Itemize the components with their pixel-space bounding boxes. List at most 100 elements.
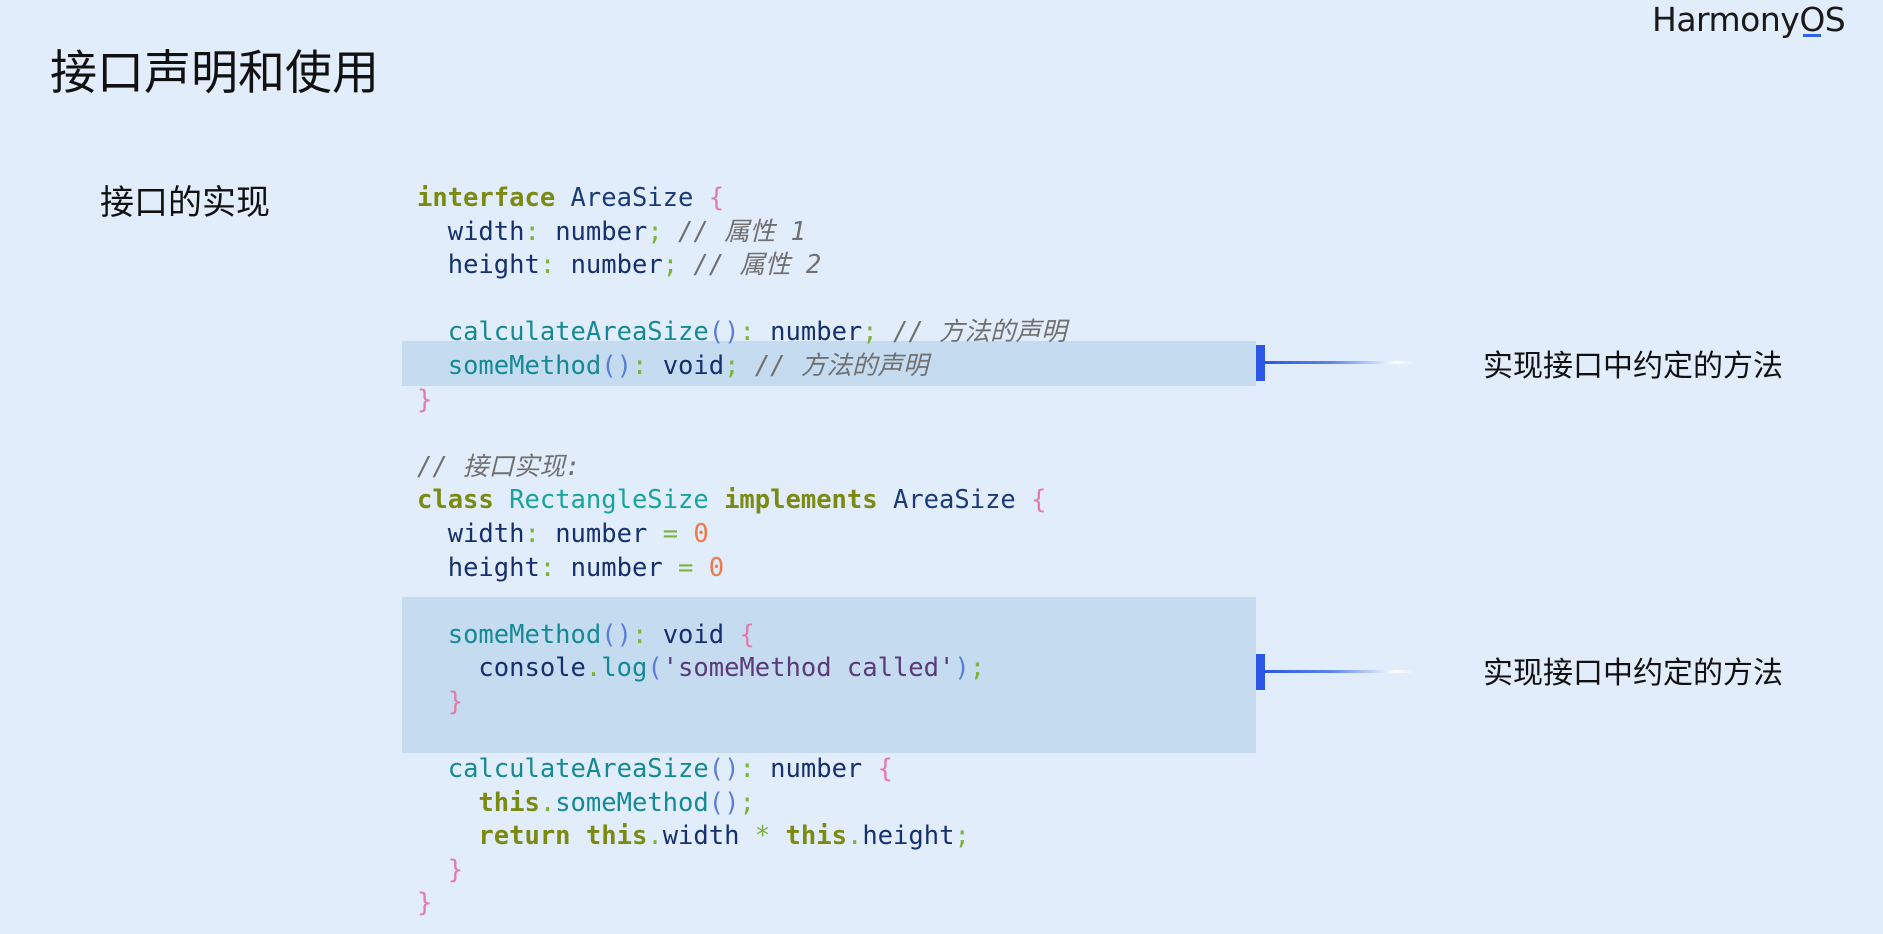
code-line: height: number = 0 bbox=[417, 552, 1067, 586]
code-token: // 方法的声明 bbox=[754, 350, 929, 381]
code-line: calculateAreaSize(): number; // 方法的声明 bbox=[417, 316, 1067, 350]
section-label: 接口的实现 bbox=[100, 183, 270, 223]
logo-o: O bbox=[1799, 0, 1825, 39]
code-token: AreaSize bbox=[570, 183, 694, 213]
code-line: console.log('someMethod called'); bbox=[417, 652, 1067, 686]
code-line: } bbox=[417, 384, 1067, 418]
code-token: () bbox=[601, 619, 632, 650]
code-token: } bbox=[417, 384, 433, 415]
code-token: () bbox=[708, 317, 740, 348]
code-line: someMethod(): void; // 方法的声明 bbox=[417, 350, 1067, 384]
code-token: . bbox=[846, 821, 863, 852]
code-line: // 接口实现: bbox=[417, 451, 1067, 485]
code-token: . bbox=[647, 821, 663, 852]
code-line bbox=[417, 283, 1067, 317]
code-token: 0 bbox=[708, 552, 725, 583]
code-token: void bbox=[662, 350, 725, 381]
code-line bbox=[417, 417, 1067, 451]
code-token: // 属性 1 bbox=[678, 216, 806, 247]
callout-connector bbox=[1264, 670, 1414, 673]
highlight-interface-method bbox=[402, 341, 1256, 386]
code-token: } bbox=[417, 888, 433, 919]
code-token: 0 bbox=[693, 518, 709, 549]
code-line: } bbox=[417, 686, 1067, 720]
code-token: width bbox=[662, 821, 740, 852]
code-token: () bbox=[708, 754, 740, 785]
code-token: ; bbox=[969, 653, 986, 684]
code-token: // 接口实现: bbox=[417, 451, 581, 482]
code-token: AreaSize bbox=[892, 485, 1016, 516]
page-title: 接口声明和使用 bbox=[50, 46, 379, 101]
code-token: number bbox=[770, 754, 863, 785]
code-line: interface AreaSize { bbox=[417, 182, 1067, 216]
code-line: class RectangleSize implements AreaSize … bbox=[417, 484, 1067, 518]
code-token: : bbox=[631, 350, 648, 381]
callout-note: 实现接口中约定的方法 bbox=[1483, 656, 1783, 691]
code-token: ; bbox=[739, 787, 755, 818]
code-token: : bbox=[524, 518, 540, 549]
code-token: ; bbox=[862, 317, 878, 348]
code-token: number bbox=[570, 250, 663, 281]
callout-marker bbox=[1256, 654, 1265, 690]
code-token: number bbox=[770, 317, 863, 348]
code-token: () bbox=[708, 787, 740, 818]
code-token: : bbox=[539, 250, 556, 281]
code-token: log bbox=[601, 653, 648, 684]
code-line bbox=[417, 585, 1067, 619]
code-line: this.someMethod(); bbox=[417, 787, 1067, 821]
code-token: return bbox=[478, 821, 571, 852]
code-token: width bbox=[447, 216, 525, 247]
code-token: // 方法的声明 bbox=[893, 317, 1067, 348]
code-token: ; bbox=[954, 821, 970, 852]
code-token: : bbox=[739, 317, 755, 348]
code-token: this bbox=[585, 821, 648, 852]
code-token: { bbox=[877, 754, 893, 785]
code-token: class bbox=[417, 485, 494, 516]
code-token: implements bbox=[724, 485, 878, 516]
code-token: } bbox=[447, 854, 464, 885]
code-line: } bbox=[417, 854, 1067, 888]
code-token: : bbox=[739, 754, 755, 785]
code-token: calculateAreaSize bbox=[447, 754, 709, 785]
harmonyos-logo: HarmonyOS bbox=[1652, 0, 1846, 39]
code-token: ( bbox=[647, 653, 663, 684]
code-token: . bbox=[539, 787, 556, 818]
code-token: . bbox=[585, 653, 602, 684]
code-line: } bbox=[417, 887, 1067, 921]
code-token: number bbox=[555, 518, 648, 549]
code-token: this bbox=[785, 821, 847, 852]
code-token: : bbox=[524, 216, 540, 247]
code-token: ; bbox=[662, 250, 679, 281]
code-line: height: number; // 属性 2 bbox=[417, 249, 1067, 283]
code-token: someMethod bbox=[447, 350, 602, 381]
code-token: } bbox=[447, 686, 464, 717]
code-token: ; bbox=[724, 350, 740, 381]
code-token: ; bbox=[647, 216, 663, 247]
code-line: someMethod(): void { bbox=[417, 619, 1067, 653]
code-line: calculateAreaSize(): number { bbox=[417, 753, 1067, 787]
code-token: someMethod bbox=[555, 787, 709, 818]
code-token: this bbox=[478, 787, 540, 818]
code-line: width: number = 0 bbox=[417, 518, 1067, 552]
code-token: = bbox=[662, 518, 679, 549]
code-token: 'someMethod called' bbox=[662, 653, 955, 684]
code-token: ) bbox=[954, 653, 970, 684]
code-token: // 属性 2 bbox=[693, 250, 822, 281]
code-line: return this.width * this.height; bbox=[417, 820, 1067, 854]
code-token: console bbox=[478, 653, 586, 684]
code-token: void bbox=[662, 619, 725, 650]
code-token: interface bbox=[417, 183, 556, 213]
code-token: width bbox=[447, 518, 525, 549]
code-line bbox=[417, 720, 1067, 754]
code-token: RectangleSize bbox=[509, 485, 709, 516]
code-token: { bbox=[739, 619, 755, 650]
code-token: = bbox=[678, 552, 694, 583]
code-line: width: number; // 属性 1 bbox=[417, 216, 1067, 250]
code-token: height bbox=[447, 250, 540, 281]
code-token: () bbox=[601, 350, 632, 381]
highlight-class-method bbox=[402, 597, 1256, 753]
code-block: interface AreaSize { width: number; // 属… bbox=[417, 182, 1067, 921]
code-token: number bbox=[570, 552, 663, 583]
code-token: number bbox=[555, 216, 648, 247]
code-token: height bbox=[862, 821, 955, 852]
